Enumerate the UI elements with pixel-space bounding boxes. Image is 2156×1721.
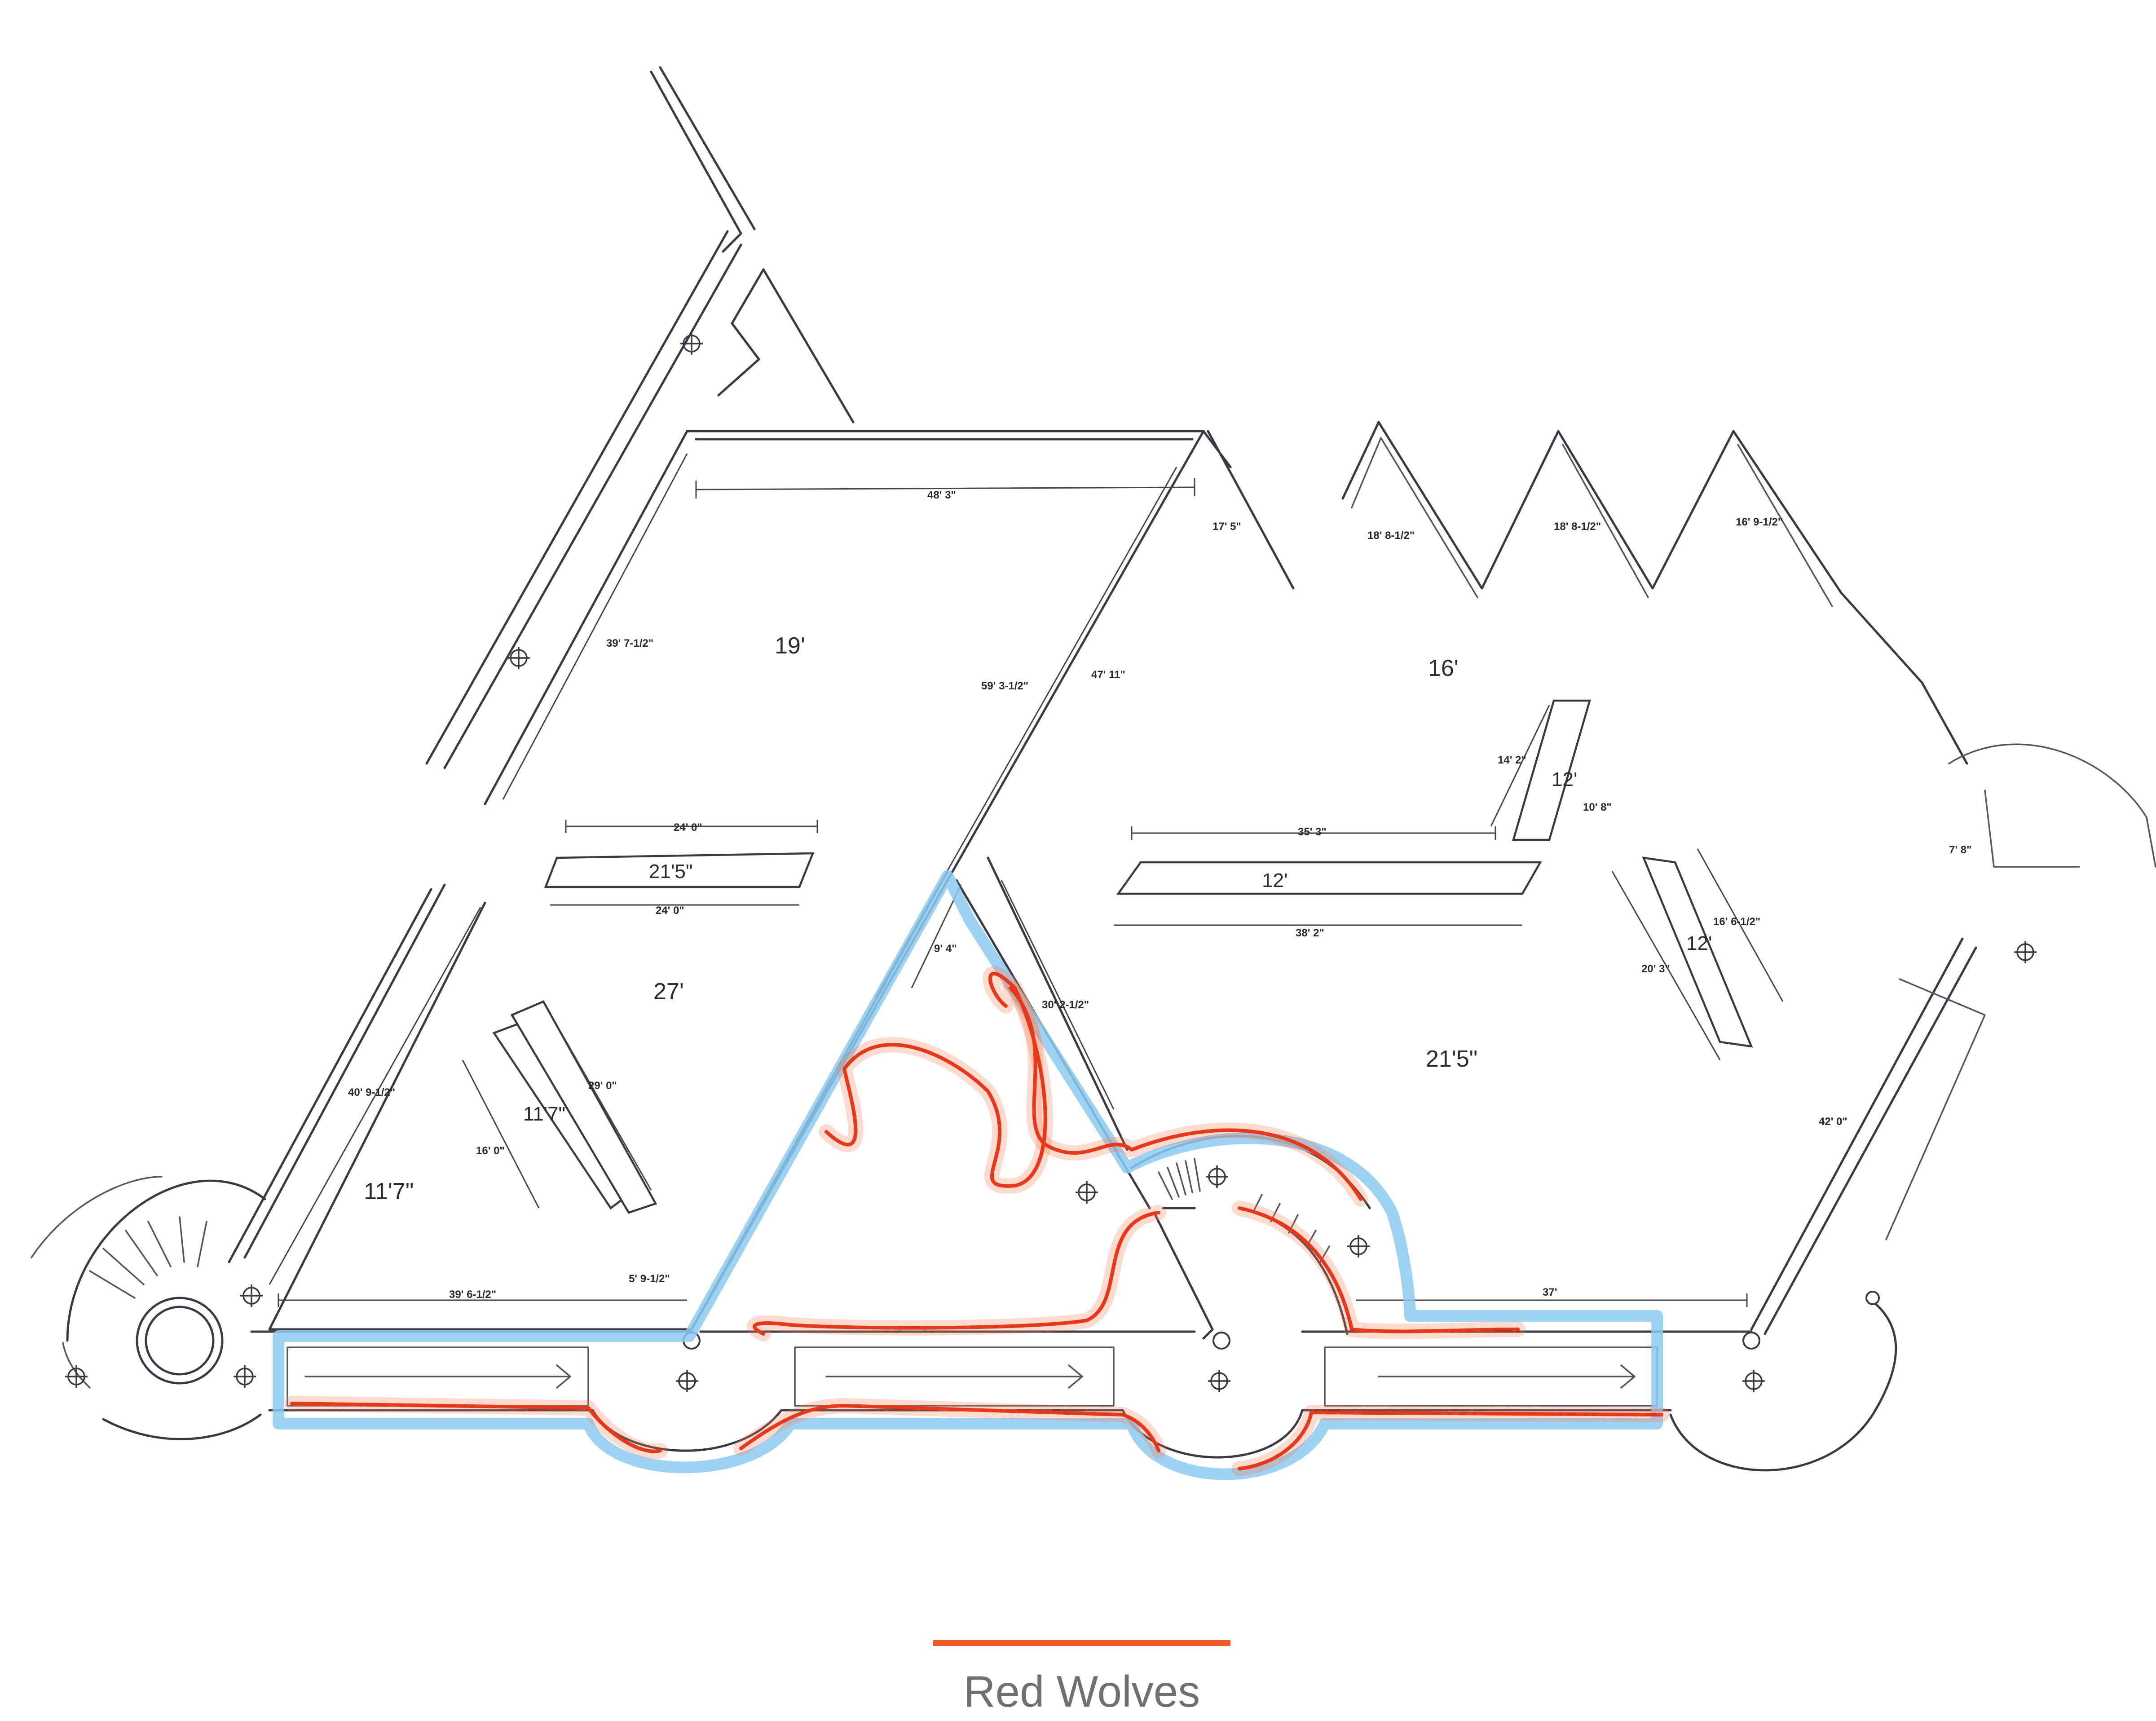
shelf-left-lower-2 [510, 1000, 657, 1214]
dimension-label: 20' 3" [1641, 963, 1670, 975]
legend-swatch [933, 1640, 1230, 1646]
dimension-label: 30' 2-1/2" [1042, 999, 1089, 1011]
blue-route [273, 870, 1663, 1480]
dimension-label: 40' 9-1/2" [348, 1086, 395, 1099]
dimension-label: 18' 8-1/2" [1367, 530, 1415, 542]
stair-treads [89, 1158, 1330, 1299]
dimension-label: 10' 8" [1583, 801, 1612, 813]
height-label: 19' [775, 633, 805, 659]
dimension-label: 16' 9-1/2" [1736, 516, 1783, 528]
dimension-label: 39' 7-1/2" [606, 637, 653, 649]
shelves [492, 699, 1753, 1214]
shelf-center [1116, 861, 1542, 895]
dimension-label: 5' 9-1/2" [629, 1273, 670, 1285]
dimension-label: 16' 0" [476, 1145, 505, 1157]
red-wolves-route [284, 966, 1669, 1476]
dimension-label: 18' 8-1/2" [1554, 521, 1601, 533]
dimension-labels: 48' 3" 17' 5" 18' 8-1/2" 18' 8-1/2" 16' … [348, 489, 1971, 1301]
dimension-label: 24' 0" [656, 905, 684, 917]
dimension-label: 14' 2" [1498, 754, 1526, 766]
shelf-right-lower [1642, 856, 1753, 1048]
dimension-label: 9' 4" [934, 943, 957, 955]
dimension-label: 7' 8" [1949, 844, 1971, 856]
shelf-height-label: 21'5" [649, 860, 692, 883]
dimension-label: 39' 6-1/2" [449, 1289, 496, 1301]
shelf-left-top [544, 852, 815, 888]
dimension-label: 16' 6-1/2" [1713, 916, 1760, 928]
dimension-label: 29' 0" [588, 1080, 617, 1092]
dimension-label: 42' 0" [1819, 1116, 1847, 1128]
dimension-label: 48' 3" [927, 489, 956, 501]
shelf-height-label: 12' [1686, 932, 1712, 954]
dimension-label: 17' 5" [1212, 521, 1241, 533]
dimension-label: 35' 3" [1298, 826, 1327, 838]
dimension-label: 59' 3-1/2" [981, 680, 1028, 692]
shelf-heights: 21'5" 12' 12' 12' 11'7" [523, 768, 1712, 1125]
height-label: 27' [653, 979, 684, 1005]
dimension-label: 47' 11" [1091, 669, 1125, 681]
shelf-height-label: 11'7" [523, 1103, 565, 1125]
legend-label: Red Wolves [963, 1667, 1200, 1716]
dimension-label: 37' [1543, 1286, 1557, 1298]
room-heights: 19' 16' 27' 21'5" 11'7" [364, 633, 1477, 1205]
height-label: 21'5" [1426, 1046, 1477, 1072]
shelf-right-top [1512, 699, 1591, 841]
shelf-height-label: 12' [1552, 768, 1577, 790]
height-label: 11'7" [364, 1178, 414, 1205]
height-label: 16' [1428, 655, 1459, 681]
dimension-label: 38' 2" [1296, 927, 1324, 939]
walls [31, 66, 2156, 1472]
dimension-label: 24' 0" [674, 821, 702, 834]
shelf-height-label: 12' [1262, 869, 1287, 891]
ceiling-lights [65, 332, 2037, 1392]
